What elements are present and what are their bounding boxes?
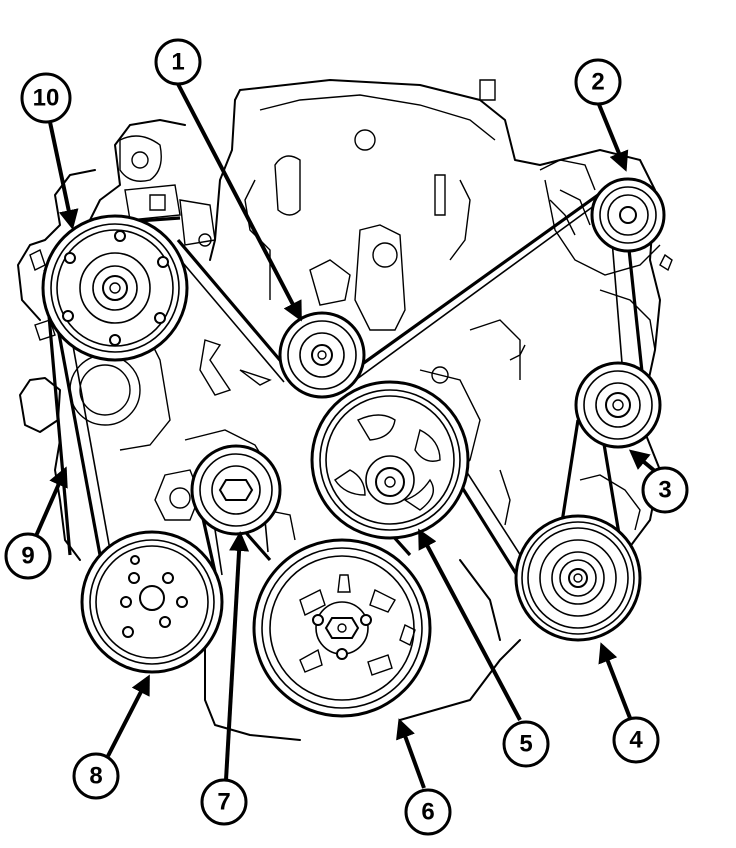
callout-2: 2 — [574, 58, 622, 106]
callout-3: 3 — [641, 466, 689, 514]
callout-8: 8 — [72, 752, 120, 800]
pulley-1-idler — [278, 311, 366, 399]
pulley-3-idler — [574, 361, 662, 449]
svg-text:4: 4 — [629, 727, 643, 754]
svg-text:7: 7 — [217, 789, 230, 816]
callout-4: 4 — [612, 716, 660, 764]
callout-6: 6 — [404, 788, 452, 836]
pulley-10-upper-left — [41, 214, 189, 362]
callout-7: 7 — [200, 778, 248, 826]
svg-text:5: 5 — [519, 731, 532, 758]
svg-text:9: 9 — [21, 543, 34, 570]
svg-text:10: 10 — [33, 85, 60, 112]
pulley-8-lower-left — [80, 530, 224, 674]
callout-5: 5 — [502, 720, 550, 768]
pulley-7-idler — [190, 444, 282, 536]
pulley-6-crankshaft — [252, 538, 432, 718]
svg-text:3: 3 — [658, 477, 671, 504]
pulley-4-ac-compressor — [514, 514, 642, 642]
engine-block — [17, 79, 673, 741]
svg-text:1: 1 — [171, 49, 184, 76]
callout-leaders — [34, 83, 658, 789]
svg-text:2: 2 — [591, 69, 604, 96]
svg-text:8: 8 — [89, 763, 102, 790]
callout-1: 1 — [154, 38, 202, 86]
callout-9: 9 — [4, 532, 52, 580]
pulley-2-generator — [590, 177, 666, 253]
callout-10: 10 — [20, 72, 72, 124]
pulley-5-power-steering — [310, 380, 470, 540]
svg-text:6: 6 — [421, 799, 434, 826]
